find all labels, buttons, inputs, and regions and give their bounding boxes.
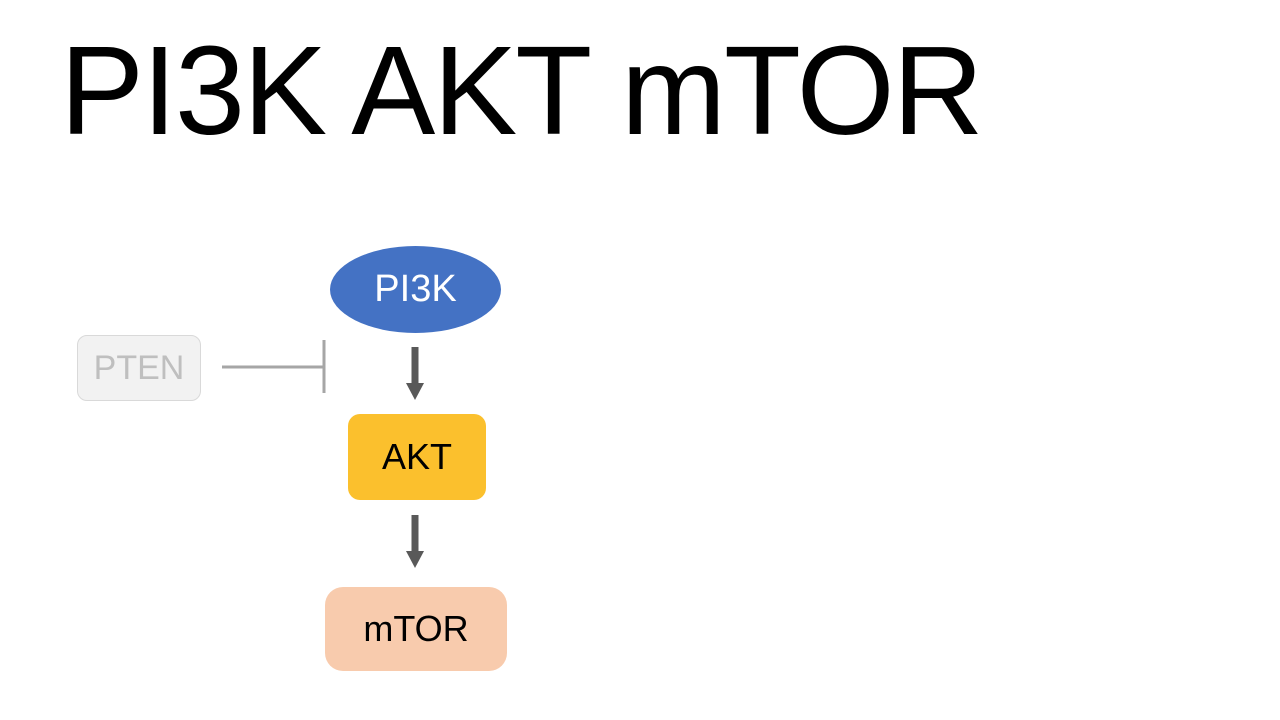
node-akt: AKT <box>348 414 486 500</box>
node-pten: PTEN <box>77 335 201 401</box>
inhibition-pten <box>222 340 326 393</box>
node-mtor: mTOR <box>325 587 507 671</box>
slide-title: PI3K AKT mTOR <box>60 20 984 161</box>
node-akt-label: AKT <box>381 436 452 477</box>
arrow-pi3k-to-akt <box>406 347 424 400</box>
arrow-head <box>406 383 424 400</box>
arrow-head <box>406 551 424 568</box>
node-pi3k-label: PI3K <box>374 268 457 310</box>
node-pi3k: PI3K <box>330 246 501 333</box>
node-mtor-label: mTOR <box>363 608 469 649</box>
arrow-akt-to-mtor <box>406 515 424 568</box>
node-pten-label: PTEN <box>93 348 185 387</box>
